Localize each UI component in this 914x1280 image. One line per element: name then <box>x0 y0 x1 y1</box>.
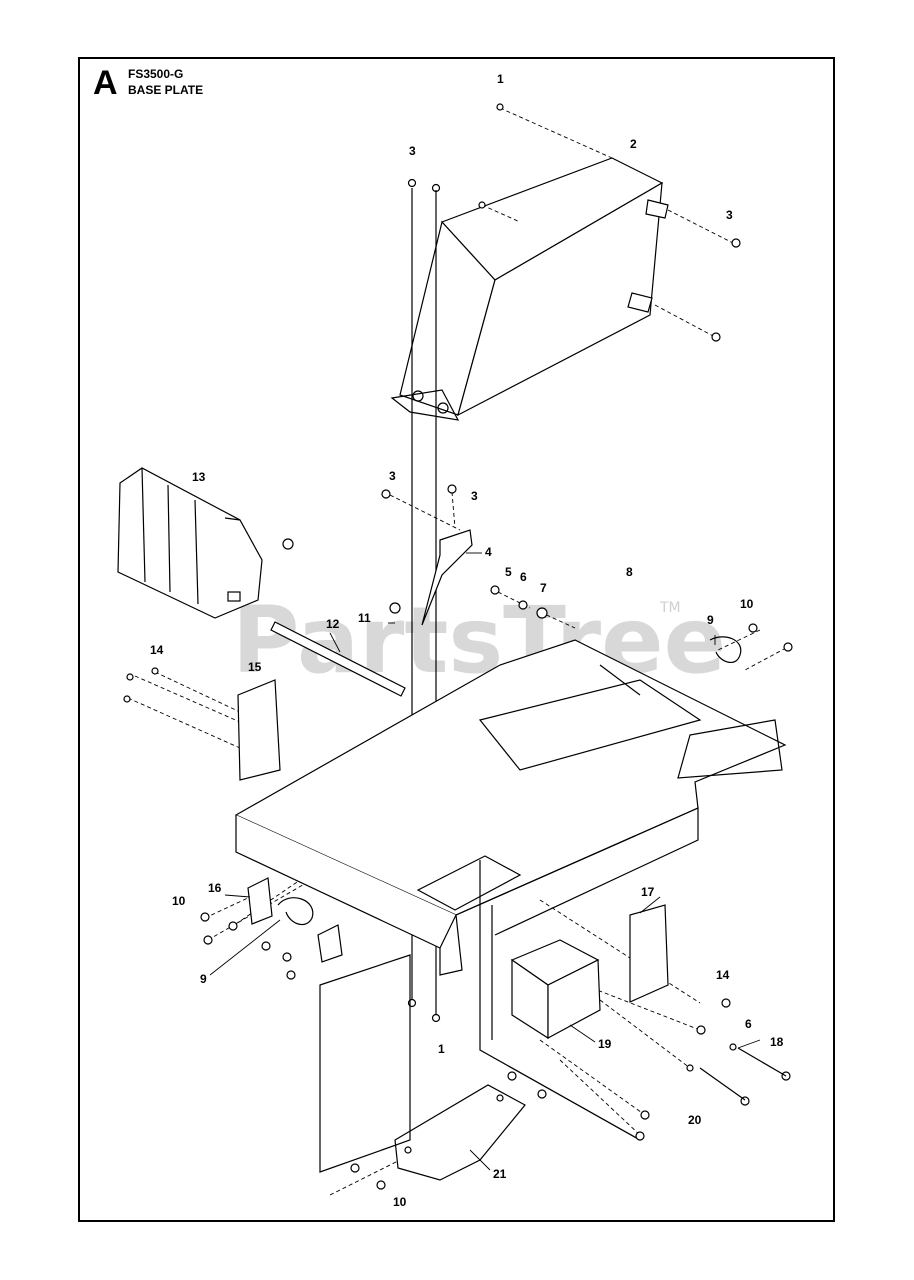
callout-18: 18 <box>770 1035 784 1049</box>
part-12-rod <box>270 621 406 697</box>
callout-21: 21 <box>493 1167 507 1181</box>
callout-3: 3 <box>471 489 478 503</box>
callout-1: 1 <box>438 1042 445 1056</box>
part-8-base-plate <box>234 639 787 976</box>
callout-17: 17 <box>641 885 655 899</box>
callout-6: 6 <box>520 570 527 584</box>
part-2-cover <box>390 157 669 421</box>
fasteners <box>123 103 793 1190</box>
callout-5: 5 <box>505 565 512 579</box>
watermark-tm: TM <box>659 600 681 616</box>
callout-20: 20 <box>688 1113 702 1127</box>
callout-14: 14 <box>150 643 164 657</box>
diagram-frame <box>78 57 835 1222</box>
part-4-bracket <box>421 529 473 626</box>
lower-panel <box>319 860 641 1173</box>
diagram-title: BASE PLATE <box>128 83 204 97</box>
callout-13: 13 <box>192 470 206 484</box>
callout-15: 15 <box>248 660 262 674</box>
pins <box>699 1047 787 1101</box>
model-number: FS3500-G <box>128 67 184 81</box>
part-16-bracket <box>247 877 343 963</box>
callout-8: 8 <box>626 565 633 579</box>
callout-19: 19 <box>598 1037 612 1051</box>
callout-2: 2 <box>630 137 637 151</box>
callout-12: 12 <box>326 617 340 631</box>
callout-11: 11 <box>358 611 371 625</box>
part-21-bracket <box>394 1084 526 1181</box>
callout-9: 9 <box>707 613 714 627</box>
part-9-u-bolts <box>277 636 742 926</box>
callout-4: 4 <box>485 545 492 559</box>
callout-3: 3 <box>409 144 416 158</box>
callout-3: 3 <box>726 208 733 222</box>
callout-10: 10 <box>740 597 754 611</box>
callout-1: 1 <box>497 72 504 86</box>
callout-leaders <box>209 552 761 1171</box>
part-17-plate <box>629 904 669 1003</box>
callout-10: 10 <box>393 1195 407 1209</box>
part-15-plate <box>237 679 281 781</box>
callout-16: 16 <box>208 881 222 895</box>
callout-6: 6 <box>745 1017 752 1031</box>
callout-9: 9 <box>200 972 207 986</box>
part-13-shroud <box>117 467 263 619</box>
section-letter: A <box>93 64 118 102</box>
callout-3: 3 <box>389 469 396 483</box>
callout-labels: 1 2 3 3 3 3 4 5 6 7 8 9 10 11 12 13 14 1… <box>150 72 784 1209</box>
callout-14: 14 <box>716 968 730 982</box>
callout-10: 10 <box>172 894 186 908</box>
callout-7: 7 <box>540 581 547 595</box>
part-19-box <box>510 939 601 1040</box>
